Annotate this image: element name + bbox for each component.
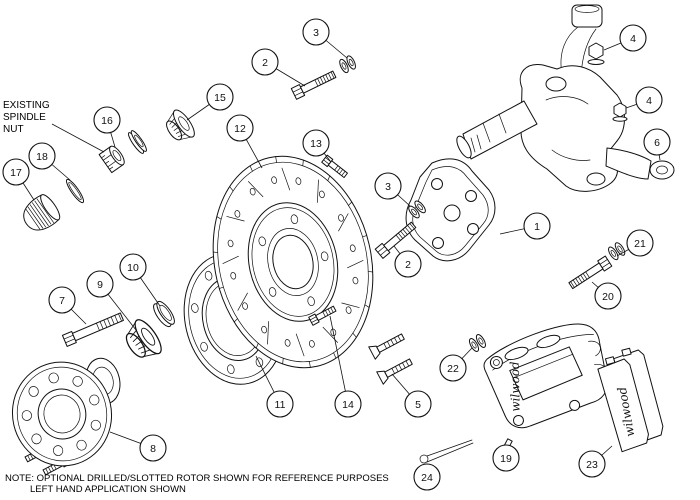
svg-text:10: 10 [127,262,139,274]
svg-text:1: 1 [534,221,540,233]
footnote-line1: NOTE: OPTIONAL DRILLED/SLOTTED ROTOR SHO… [5,473,389,484]
cotter-pin [419,439,474,464]
spindle-label-line1: EXISTING [3,100,50,111]
rotor-flat-bolt [376,354,415,385]
spindle-label-line2: SPINDLE [3,112,46,123]
callout-15: 15 [206,83,234,111]
svg-text:11: 11 [275,399,286,411]
outer-bearing [160,106,199,147]
caliper: wilwood [483,323,608,429]
footnote-line2: LEFT HAND APPLICATION SHOWN [30,484,186,495]
callout-8: 8 [139,434,167,462]
spindle-nut [98,143,128,174]
callout-17: 17 [2,158,30,186]
svg-text:8: 8 [150,443,156,455]
callout-22: 22 [439,354,467,382]
steering-arm-eye [605,147,675,180]
svg-text:18: 18 [36,151,48,163]
callout-9: 9 [86,270,114,298]
bearing-race [150,298,178,330]
callout-10: 10 [119,253,147,281]
hub-bolt [61,310,125,347]
spindle-label-line3: NUT [3,124,24,135]
callout-13: 13 [302,129,330,157]
spindle-nut-label: EXISTING SPINDLE NUT [3,100,105,153]
callout-3-b: 3 [374,172,402,200]
callout-4-b: 4 [635,86,663,114]
svg-text:16: 16 [101,115,113,127]
rotor-flat-bolt [368,329,407,360]
svg-text:6: 6 [654,137,660,149]
svg-text:3: 3 [313,27,319,39]
hub [2,352,122,476]
callout-18: 18 [28,142,56,170]
caliper-washer-set [606,240,628,262]
callout-16: 16 [93,106,121,134]
steering-knuckle [456,4,675,192]
svg-text:14: 14 [342,399,354,411]
svg-text:2: 2 [262,57,268,69]
callout-1: 1 [523,212,551,240]
callout-5: 5 [404,390,432,418]
svg-text:20: 20 [602,291,614,303]
svg-text:19: 19 [500,453,512,465]
svg-text:5: 5 [415,399,421,411]
o-ring [65,178,85,204]
callout-3-a: 3 [302,18,330,46]
svg-text:24: 24 [421,472,433,484]
dust-cap [23,194,61,231]
svg-text:3: 3 [385,181,391,193]
callout-7: 7 [48,286,76,314]
callout-23: 23 [578,450,606,478]
callout-19: 19 [492,444,520,472]
svg-text:2: 2 [405,259,411,271]
footnote: NOTE: OPTIONAL DRILLED/SLOTTED ROTOR SHO… [5,473,389,495]
callout-24: 24 [413,463,441,491]
svg-text:17: 17 [10,167,22,179]
svg-text:15: 15 [214,92,226,104]
callout-14: 14 [334,390,362,418]
callout-11: 11 [266,390,294,418]
callout-20: 20 [594,282,622,310]
spindle-stud-nut-top [587,42,605,65]
callout-6: 6 [643,128,671,156]
svg-text:12: 12 [234,123,246,135]
spindle-washer [125,128,149,156]
callout-2-a: 2 [251,48,279,76]
callout-2-b: 2 [394,250,422,278]
inner-bearing [118,315,167,366]
spindle-shaft [456,100,538,160]
rotor [193,140,393,384]
svg-text:4: 4 [646,95,652,107]
callout-4-a: 4 [619,24,647,52]
svg-text:9: 9 [97,279,103,291]
svg-text:22: 22 [447,363,459,375]
caliper-brand-text: wilwood [508,361,523,412]
callout-12: 12 [226,114,254,142]
washer-set-upper [337,54,358,75]
svg-text:23: 23 [586,459,598,471]
svg-text:13: 13 [310,138,322,150]
svg-text:7: 7 [59,295,65,307]
callout-21: 21 [626,229,654,257]
brake-pads: wilwood [597,347,664,453]
bracket-bolt-upper [290,68,338,100]
spindle-stud-nut-side [612,102,628,122]
svg-text:21: 21 [634,238,646,250]
svg-text:4: 4 [630,33,636,45]
